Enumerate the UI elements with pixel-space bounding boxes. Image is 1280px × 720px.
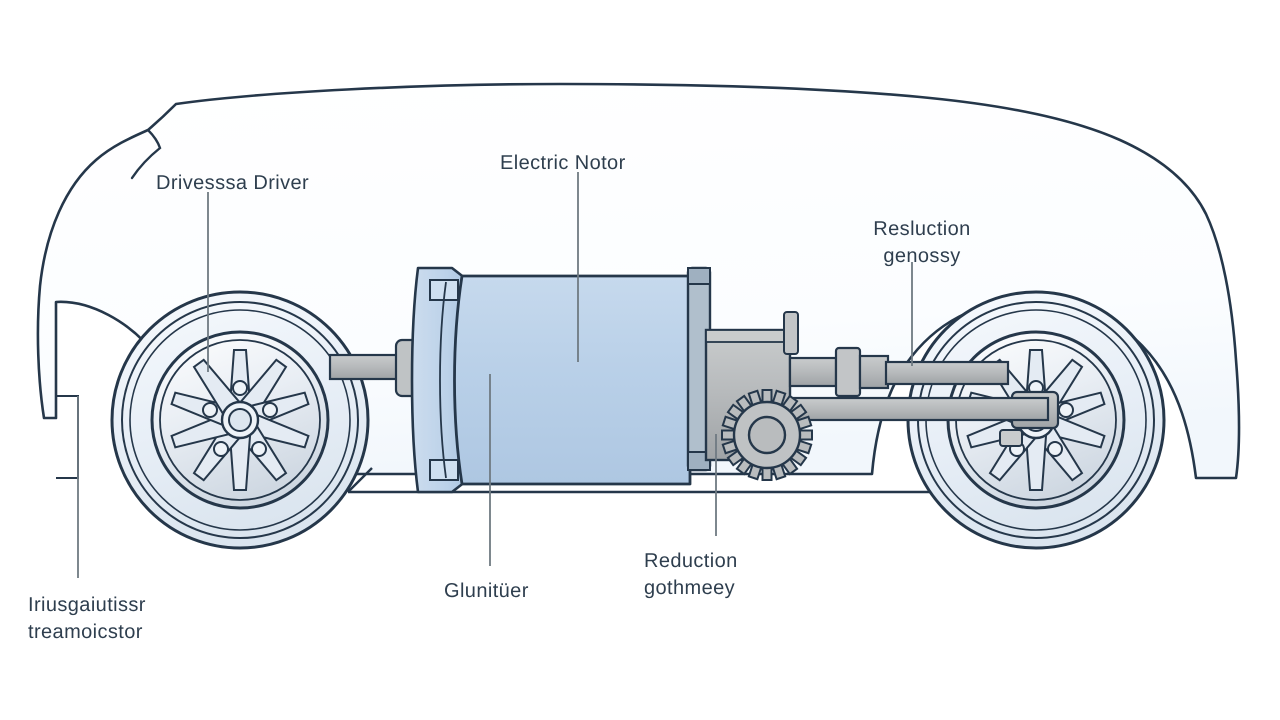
front-wheel-alloy-10-spoke	[110, 290, 370, 550]
motor-body-cylinder	[453, 274, 692, 486]
label-driveshaft: Drivesssa Driver	[156, 172, 310, 194]
front-bumper-notch	[56, 395, 79, 479]
label-inverter: Iriusgaiutissr treamoicstor	[28, 592, 188, 646]
label-reduction-gear-top-line1: Resluction	[873, 218, 971, 240]
label-reduction-gear-top-line2: genossy	[883, 245, 961, 267]
label-inverter-line2: treamoicstor	[28, 621, 143, 643]
label-inverter-line1: Iriusgaiutissr	[28, 594, 146, 616]
leader-lines	[77, 172, 913, 578]
half-shaft-to-wheel	[884, 360, 1010, 386]
toothed-reduction-gear	[721, 389, 813, 481]
gearbox-top-pin	[783, 311, 799, 355]
label-electric-motor: Electric Notor	[500, 152, 626, 174]
label-reduction-gear-bottom: Reduction gothmeey	[644, 548, 774, 602]
cylindrical-electric-motor	[453, 266, 712, 486]
shaft-segment-1	[788, 356, 838, 388]
rear-half-shaft	[788, 396, 1050, 422]
shaft-segment-2	[858, 354, 890, 390]
shaft-collar-1	[834, 346, 862, 398]
label-housing: Glunitüer	[444, 580, 529, 602]
label-reduction-gear-bottom-line1: Reduction	[644, 550, 738, 572]
front-wheel-lug-nuts	[202, 380, 278, 457]
floor-line-front-kick	[347, 467, 373, 493]
label-reduction-gear-top: Resluction genossy	[862, 216, 982, 270]
label-reduction-gear-bottom-line2: gothmeey	[644, 577, 736, 599]
windshield-notch	[130, 128, 162, 180]
